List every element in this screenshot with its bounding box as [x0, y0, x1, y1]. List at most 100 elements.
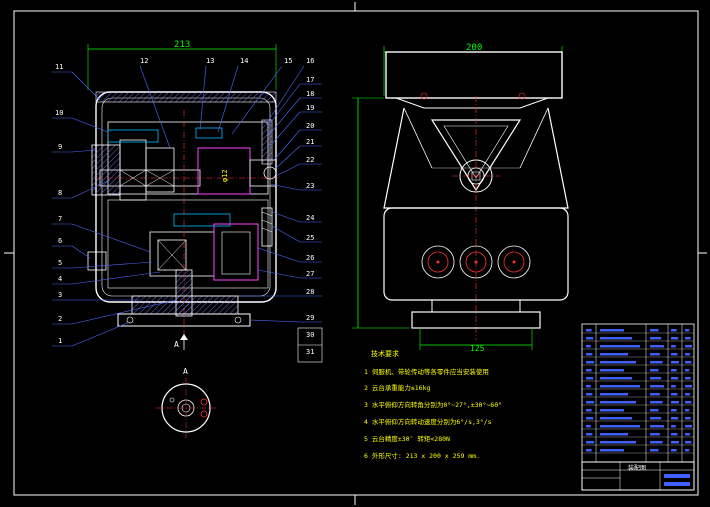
part-number: 13 [206, 57, 214, 65]
parts-list-cell [600, 401, 636, 404]
parts-list-cell [586, 353, 593, 356]
part-number: 30 [306, 331, 314, 339]
parts-list-cell [586, 345, 591, 348]
part-number: 31 [306, 348, 314, 356]
parts-list-cell [671, 361, 679, 364]
parts-list-cell [600, 353, 628, 356]
parts-list-cell [586, 377, 594, 380]
parts-list-cell [650, 377, 662, 380]
section-a-view: A [156, 367, 216, 438]
parts-list-cell [586, 409, 592, 412]
parts-list-cell [650, 385, 664, 388]
parts-list-cell [650, 393, 660, 396]
parts-list-cell [685, 417, 691, 420]
part-number: 9 [58, 143, 62, 151]
dim-front-width: 213 [174, 40, 190, 50]
dim-base-width: 125 [470, 344, 485, 353]
part-number: 24 [306, 214, 314, 222]
technical-requirements: 技术要求 1 伺服机、带轮传动等各零件应当安装使用 2 云台承重能力≤16kg … [364, 349, 502, 460]
parts-list-cell [586, 337, 594, 340]
parts-list-cell [650, 441, 663, 444]
outer-frame [13, 10, 699, 496]
parts-list-cell [671, 377, 679, 380]
parts-list-cell [685, 393, 690, 396]
parts-mini-table [297, 327, 323, 363]
parts-list-cell [650, 329, 659, 332]
parts-list-cell [671, 433, 678, 436]
parts-list-cell [586, 433, 593, 436]
part-number: 4 [58, 275, 62, 283]
tech-req-item: 6 外形尺寸: 213 x 200 x 259 mm. [364, 451, 480, 460]
part-number: 7 [58, 215, 62, 223]
part-number: 5 [58, 259, 62, 267]
leaders-top [139, 65, 305, 149]
parts-list-cell [600, 361, 636, 364]
parts-list-cell [586, 425, 591, 428]
lower-motor [213, 223, 259, 281]
parts-list-cell [650, 417, 662, 420]
part-number: 1 [58, 337, 62, 345]
parts-list-cell [671, 441, 679, 444]
parts-list-cell [685, 441, 692, 444]
parts-list-cell [600, 377, 632, 380]
parts-list-cell [671, 417, 679, 420]
parts-list-cell [671, 425, 676, 428]
parts-list-cell [586, 361, 594, 364]
part-number: 26 [306, 254, 314, 262]
parts-list-cell [600, 449, 624, 452]
parts-list-cell [685, 425, 692, 428]
parts-list-cell [600, 369, 624, 372]
part-number: 11 [55, 63, 63, 71]
tech-req-item: 2 云台承重能力≤16kg [364, 383, 430, 392]
parts-list-cell [600, 441, 636, 444]
parts-list-cell [685, 337, 691, 340]
parts-list-cell [685, 353, 690, 356]
part-number: 21 [306, 138, 314, 146]
part-number: 28 [306, 288, 314, 296]
part-numbers-right: 17 18 19 20 21 22 23 24 25 26 27 28 29 3… [306, 76, 314, 356]
parts-list-cell [650, 409, 659, 412]
parts-list-cell [671, 337, 679, 340]
parts-list-cell [600, 393, 628, 396]
leaders-right [240, 83, 322, 323]
parts-list-cell [650, 361, 663, 364]
part-number: 29 [306, 314, 314, 322]
parts-list-cell [600, 385, 640, 388]
parts-list-cell [586, 385, 591, 388]
title-block-drawing-name: 装配图 [628, 464, 646, 472]
tech-req-item: 5 云台精度±30″ 转矩<280N [364, 434, 450, 443]
part-number: 19 [306, 104, 314, 112]
parts-list-cell [671, 401, 679, 404]
parts-list-cell [600, 329, 624, 332]
parts-list-cell [600, 433, 628, 436]
parts-list-cell [650, 369, 659, 372]
upper-motor-label: φ12 [221, 169, 229, 182]
parts-list-cell [600, 337, 632, 340]
parts-list-cell [586, 393, 593, 396]
tech-req-title: 技术要求 [371, 349, 399, 358]
parts-list-cell [671, 409, 677, 412]
parts-list-cell [685, 409, 690, 412]
parts-list-cell [685, 433, 690, 436]
parts-list-cell [685, 345, 692, 348]
part-number: 12 [140, 57, 148, 65]
title-block: 装配图 [581, 461, 695, 491]
part-number: 2 [58, 315, 62, 323]
part-numbers-left: 11 10 9 8 7 6 5 4 3 2 1 [55, 63, 63, 345]
tech-req-item: 1 伺服机、带轮传动等各零件应当安装使用 [364, 367, 489, 376]
dim-side-width: 200 [466, 43, 482, 53]
parts-list [581, 323, 695, 463]
parts-list-cell [586, 441, 594, 444]
parts-list-cell [650, 353, 660, 356]
part-number: 8 [58, 189, 62, 197]
parts-list-cell [600, 417, 632, 420]
tech-req-item: 4 水平俯仰方向转动速度分别为6°/s,3°/s [364, 417, 492, 426]
parts-list-cell [650, 449, 659, 452]
parts-list-cell [685, 329, 690, 332]
tech-req-item: 3 水平俯仰方向转角分别为0°~27°,±30°~60° [364, 400, 502, 409]
parts-list-cell [586, 329, 592, 332]
part-number: 6 [58, 237, 62, 245]
parts-list-cell [685, 401, 692, 404]
parts-list-cell [650, 401, 663, 404]
